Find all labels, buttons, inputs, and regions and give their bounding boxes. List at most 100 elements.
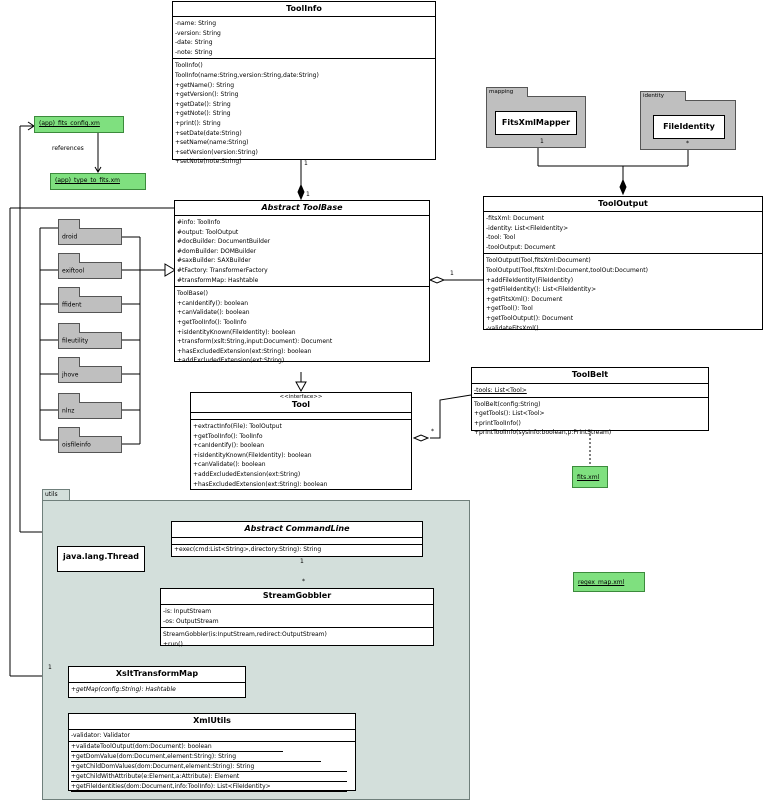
attributes-section: #info: ToolInfo #output: ToolOutput #doc… [175, 216, 429, 288]
package-tab: utils [42, 489, 70, 501]
class-title: ToolInfo [173, 2, 435, 17]
package-name: ffident [62, 301, 82, 308]
method: +run() [163, 640, 183, 648]
package-oisfileinfo[interactable]: oisfileinfo [58, 427, 122, 453]
package-ffident[interactable]: ffident [58, 287, 122, 313]
attribute: -is: InputStream [163, 608, 212, 615]
method: +exec(cmd:List<String>,directory:String)… [174, 546, 322, 553]
attribute: #domBuilder: DOMBuilder [177, 247, 257, 255]
methods-section: ToolBase() +canIdentify(): boolean +canV… [175, 287, 429, 367]
method: +validateToolOutput(dom:Document): boole… [71, 742, 283, 752]
method: +printToolInfo() [474, 419, 521, 427]
attribute: -tool: Tool [486, 234, 516, 242]
package-name: exiftool [62, 267, 85, 274]
package-name: oisfileinfo [62, 441, 91, 448]
method: +getDomValue(dom:Document,element:String… [71, 752, 321, 762]
toolbelt-tool-link [430, 394, 472, 439]
method: +canIdentify(): boolean [177, 299, 249, 307]
note-text: (app)_type_to_fits.xm [55, 177, 120, 184]
note-fits-xml[interactable]: fits.xml [572, 466, 608, 488]
attributes-section: -name: String -version: String -date: St… [173, 17, 435, 60]
attributes-section: -validator: Validator [69, 730, 355, 742]
attribute: -fitsXml: Document [486, 215, 545, 222]
note-text: fits.xml [577, 474, 600, 481]
method: ToolOutput(Tool,fitsXml:Document) [486, 257, 591, 265]
method: +getFileIdentities(dom:Document,info:Too… [71, 782, 347, 792]
attribute: #docBuilder: DocumentBuilder [177, 238, 271, 246]
attribute: -toolOutput: Document [486, 243, 556, 251]
methods-section: +extractInfo(File): ToolOutput +getToolI… [191, 420, 411, 490]
class-commandline[interactable]: Abstract CommandLine +exec(cmd:List<Stri… [171, 521, 423, 557]
method: +printToolInfo(sysInfo:boolean,p:PrintSt… [474, 429, 612, 437]
note-app-type-to-fits[interactable]: (app)_type_to_fits.xm [50, 173, 146, 190]
methods-section: ToolOutput(Tool,fitsXml:Document) ToolOu… [484, 254, 762, 334]
multiplicity-label: * [302, 578, 305, 585]
package-nlnz[interactable]: nlnz [58, 393, 122, 419]
class-tooloutput[interactable]: ToolOutput -fitsXml: Document -identity:… [483, 196, 763, 332]
class-title: Tool [191, 400, 411, 413]
methods-section: +getMap(config:String): Hashtable [69, 683, 245, 696]
multiplicity-label: 1 [540, 138, 544, 145]
method: +hasExcludedExtension(ext:String): boole… [177, 347, 312, 355]
package-jhove[interactable]: jhove [58, 357, 122, 383]
method: +addExcludedExtension(ext:String) [193, 470, 301, 478]
method: +getVersion(): String [175, 91, 239, 99]
method: +getName(): String [175, 81, 235, 89]
inheritance-arrow [164, 263, 176, 277]
multiplicity-label: 1 [300, 558, 304, 565]
package-droid[interactable]: droid [58, 219, 122, 245]
class-toolbelt[interactable]: ToolBelt -tools: List<Tool> ToolBelt(con… [471, 367, 709, 436]
method: +setVersion(version:String) [175, 148, 258, 156]
methods-section: +exec(cmd:List<String>,directory:String)… [172, 545, 422, 556]
methods-section: ToolBelt(config:String) +getTools(): Lis… [472, 398, 708, 439]
class-streamgobbler[interactable]: StreamGobbler -is: InputStream -os: Outp… [160, 588, 434, 648]
package-fileutility[interactable]: fileutility [58, 323, 122, 349]
method: +getToolOutput(): Document [486, 314, 574, 322]
method: +getNote(): String [175, 110, 231, 118]
class-title: StreamGobbler [161, 589, 433, 605]
package-identity[interactable]: identity FileIdentity [640, 91, 736, 150]
package-tab: identity [640, 91, 686, 101]
class-xmlutils[interactable]: XmlUtils -validator: Validator +validate… [68, 713, 356, 792]
methods-section: ToolInfo() ToolInfo(name:String,version:… [173, 59, 435, 168]
method: ToolOutput(Tool,fitsXml:Document,toolOut… [486, 266, 648, 274]
methods-section: StreamGobbler(is:InputStream,redirect:Ou… [161, 628, 433, 650]
package-mapping[interactable]: mapping FitsXmlMapper [486, 87, 586, 148]
note-app-fits-config[interactable]: (app)_fits_config.xm [34, 116, 124, 133]
class-title: FileIdentity [663, 122, 715, 131]
class-title: java.lang.Thread [62, 552, 140, 561]
inheritance-arrow [295, 381, 307, 393]
class-title: FitsXmlMapper [501, 118, 571, 127]
note-regex-map[interactable]: regex_map.xml [573, 572, 645, 592]
class-java-lang-thread[interactable]: java.lang.Thread [57, 546, 145, 572]
method: +addExcludedExtension(ext:String) [177, 357, 285, 365]
package-exiftool[interactable]: exiftool [58, 253, 122, 279]
method: +getTool(): Tool [486, 305, 533, 313]
attributes-section [172, 538, 422, 545]
attribute: -os: OutputStream [163, 617, 219, 625]
multiplicity-label: 1 [306, 191, 310, 198]
class-fitsxmlmapper[interactable]: FitsXmlMapper [495, 111, 577, 135]
method: +setDate(date:String) [175, 129, 242, 137]
interface-tool[interactable]: <<interface>> Tool +extractInfo(File): T… [190, 392, 412, 490]
method: StreamGobbler(is:InputStream,redirect:Ou… [163, 631, 327, 639]
package-name: droid [62, 233, 78, 240]
class-toolbase[interactable]: Abstract ToolBase #info: ToolInfo #outpu… [174, 200, 430, 364]
attributes-section [191, 413, 411, 420]
attributes-section: -fitsXml: Document -identity: List<FileI… [484, 212, 762, 255]
class-fileidentity[interactable]: FileIdentity [653, 115, 725, 139]
class-title: XsltTransformMap [69, 667, 245, 683]
class-xslttransformmap[interactable]: XsltTransformMap +getMap(config:String):… [68, 666, 246, 698]
class-toolinfo[interactable]: ToolInfo -name: String -version: String … [172, 1, 436, 165]
aggregation-diamond [412, 434, 430, 442]
attribute: #info: ToolInfo [177, 219, 221, 226]
method: +extractInfo(File): ToolOutput [193, 423, 282, 430]
note-text: (app)_fits_config.xm [39, 120, 100, 127]
method: ToolInfo(name:String,version:String,date… [175, 71, 319, 79]
class-title: Abstract ToolBase [175, 201, 429, 216]
method: +canIdentify(): boolean [193, 442, 265, 450]
attributes-section: -is: InputStream -os: OutputStream [161, 605, 433, 629]
class-title: ToolBelt [472, 368, 708, 384]
method: +getTools(): List<Tool> [474, 410, 545, 418]
